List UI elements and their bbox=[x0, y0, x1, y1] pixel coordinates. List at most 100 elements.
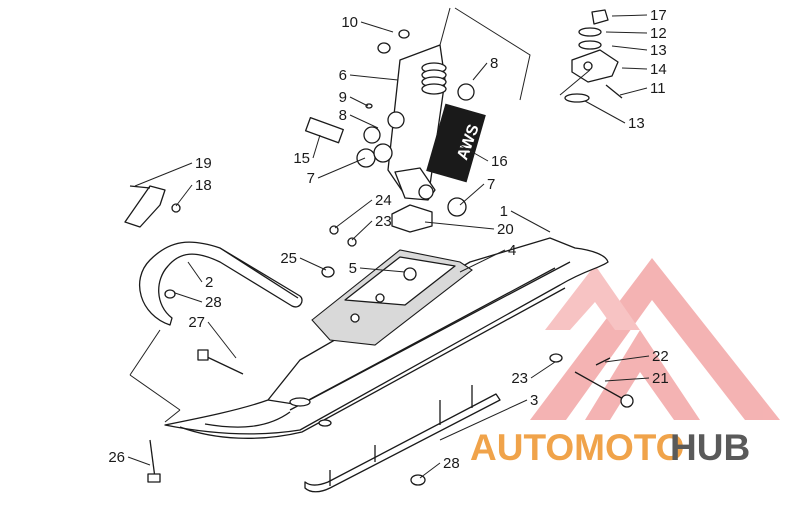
leader-line bbox=[207, 321, 237, 359]
leader-line bbox=[611, 14, 648, 17]
leader-line bbox=[439, 399, 528, 441]
part-number: 10 bbox=[341, 14, 358, 31]
nut bbox=[398, 29, 410, 39]
callout-4: 4 bbox=[459, 242, 516, 273]
callout-23: 23 bbox=[511, 361, 556, 387]
callout-16: 16 bbox=[459, 144, 508, 170]
callout-19: 19 bbox=[134, 155, 212, 187]
bushing-end bbox=[447, 197, 467, 217]
callout-9: 9 bbox=[339, 89, 369, 107]
part-number: 22 bbox=[652, 348, 669, 365]
part-number: 13 bbox=[650, 42, 667, 59]
part-number: 9 bbox=[339, 89, 347, 106]
leader-line bbox=[621, 67, 648, 70]
nut bbox=[410, 474, 426, 486]
callout-13: 13 bbox=[584, 100, 645, 132]
leader-line bbox=[459, 144, 489, 162]
leader-line bbox=[611, 45, 648, 51]
washer bbox=[365, 103, 373, 109]
group-outline bbox=[454, 7, 591, 101]
spindle-bracket-top bbox=[344, 256, 456, 306]
part-number: 7 bbox=[307, 170, 315, 187]
part-number: 28 bbox=[443, 455, 460, 472]
ski-groove-2 bbox=[204, 411, 291, 428]
part-number: 27 bbox=[188, 314, 205, 331]
spindle-spring bbox=[421, 62, 447, 95]
clamp-bolt-end bbox=[418, 184, 434, 200]
leader-line bbox=[334, 199, 373, 229]
automotohub-logo bbox=[530, 258, 780, 420]
washer bbox=[347, 237, 357, 247]
pin bbox=[595, 357, 611, 366]
callout-2: 2 bbox=[187, 261, 213, 291]
leader-line bbox=[510, 210, 551, 233]
leader-line bbox=[530, 361, 556, 379]
bushing-end bbox=[373, 143, 393, 163]
part-number: 8 bbox=[490, 55, 498, 72]
bracket-hole bbox=[350, 313, 360, 323]
leader-line bbox=[175, 184, 193, 207]
leader-line bbox=[359, 267, 406, 273]
callout-12: 12 bbox=[605, 25, 667, 42]
callout-28: 28 bbox=[174, 292, 222, 311]
logo-triangle-left bbox=[545, 265, 640, 330]
part-number: 19 bbox=[195, 155, 212, 172]
callout-21: 21 bbox=[604, 370, 669, 387]
callout-20: 20 bbox=[424, 221, 514, 238]
part-number: 2 bbox=[205, 274, 213, 291]
loop-bar bbox=[219, 247, 299, 299]
part-number: 28 bbox=[205, 294, 222, 311]
leader-line bbox=[584, 100, 626, 124]
leader-line bbox=[187, 261, 203, 283]
bracket-hole bbox=[403, 267, 417, 281]
callout-1: 1 bbox=[500, 203, 551, 233]
wear-bar bbox=[304, 393, 501, 493]
part-number: 21 bbox=[652, 370, 669, 387]
callout-26: 26 bbox=[108, 449, 151, 466]
callout-14: 14 bbox=[621, 61, 667, 78]
leader-line bbox=[360, 21, 394, 33]
callout-17: 17 bbox=[611, 7, 667, 24]
bolt bbox=[149, 439, 156, 479]
callout-11: 11 bbox=[619, 80, 666, 97]
ski-hole bbox=[549, 353, 563, 363]
part-number: 24 bbox=[375, 192, 392, 209]
ski-assembly: AWS bbox=[124, 7, 634, 493]
part-number: 23 bbox=[511, 370, 528, 387]
leader-line bbox=[459, 249, 506, 273]
nut bbox=[377, 42, 391, 54]
callout-28: 28 bbox=[419, 455, 460, 479]
leader-line bbox=[605, 31, 648, 34]
bushing-end bbox=[356, 148, 376, 168]
leader-line bbox=[419, 462, 441, 479]
part-number: 6 bbox=[339, 67, 347, 84]
callout-15: 15 bbox=[293, 134, 321, 167]
callout-13: 13 bbox=[611, 42, 667, 59]
automotohub-wordmark: AUTOMOTO HUB bbox=[470, 427, 750, 468]
callout-8: 8 bbox=[339, 107, 379, 129]
ski-hole bbox=[318, 419, 332, 427]
ski-groove-1 bbox=[289, 267, 556, 411]
leader-line bbox=[349, 74, 399, 81]
part-number: 20 bbox=[497, 221, 514, 238]
leader-line bbox=[351, 220, 373, 241]
leader-line bbox=[604, 377, 650, 382]
leader-line bbox=[317, 157, 366, 179]
bushing-end bbox=[363, 126, 381, 144]
leader-line bbox=[349, 96, 369, 107]
callout-5: 5 bbox=[349, 260, 406, 277]
bushing-end bbox=[387, 111, 405, 129]
callout-6: 6 bbox=[339, 67, 399, 84]
callout-24: 24 bbox=[334, 192, 392, 229]
bolt-head bbox=[197, 349, 209, 361]
bushing-end bbox=[457, 83, 475, 101]
callout-18: 18 bbox=[175, 177, 212, 207]
wordmark-part1: AUTOMOTO bbox=[470, 427, 684, 468]
part-number: 8 bbox=[339, 107, 347, 124]
part-number: 11 bbox=[650, 80, 666, 97]
bolt bbox=[574, 371, 626, 401]
callout-7: 7 bbox=[459, 176, 495, 206]
bushing bbox=[304, 116, 344, 144]
